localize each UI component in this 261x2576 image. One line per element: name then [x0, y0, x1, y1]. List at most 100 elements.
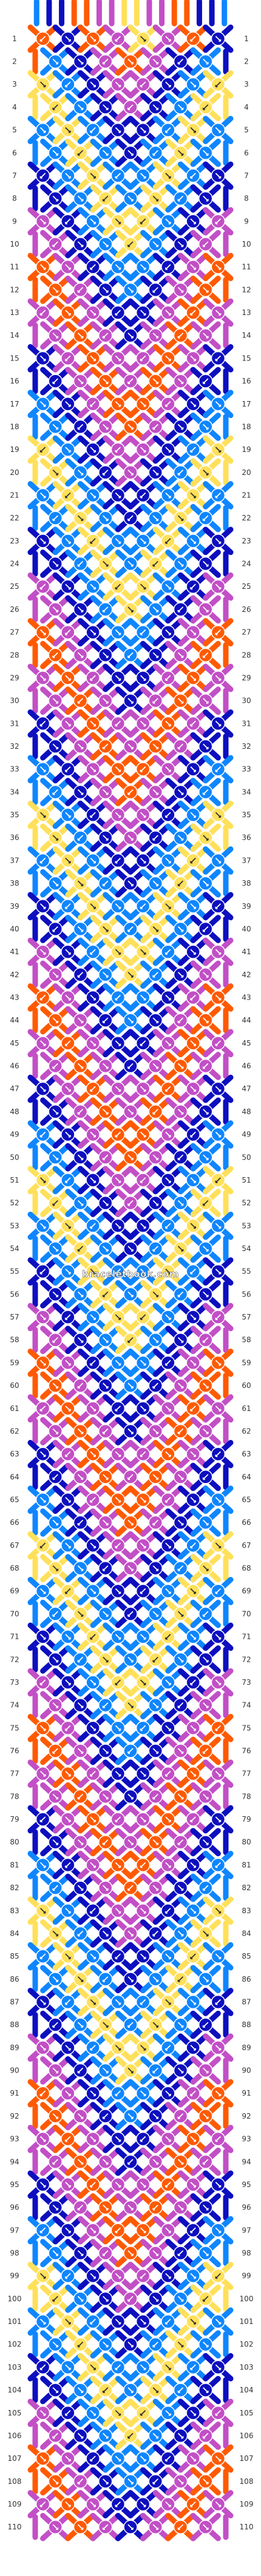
knot-arrow — [177, 378, 184, 384]
knot-arrow-head — [215, 85, 218, 88]
row-number-right: 38 — [242, 879, 251, 888]
knot-arrow — [65, 218, 71, 224]
row-number-right: 4 — [244, 103, 249, 111]
row-number-right: 71 — [242, 1633, 251, 1641]
row-number-left: 18 — [10, 422, 19, 431]
knot-arrow — [52, 150, 58, 156]
row-number-left: 44 — [10, 1016, 19, 1024]
row-number-right: 59 — [242, 1358, 251, 1367]
knot-arrow-head — [202, 382, 205, 384]
knot-arrow-head — [206, 336, 209, 339]
row-number-right: 103 — [240, 2363, 254, 2371]
knot-arrow — [177, 333, 184, 339]
knot-arrow-head — [56, 62, 59, 65]
knot-arrow — [165, 127, 171, 133]
row-number-right: 56 — [242, 1290, 251, 1298]
knot-arrow-head — [156, 244, 159, 247]
row-number-left: 92 — [10, 2112, 19, 2120]
row-number-left: 17 — [10, 400, 19, 408]
knot-arrow-head — [93, 313, 97, 316]
knot-arrow-head — [118, 222, 121, 225]
knot-arrow — [215, 81, 222, 87]
row-number-left: 55 — [10, 1267, 19, 1276]
row-number-right: 62 — [242, 1427, 251, 1435]
row-number-right: 36 — [242, 834, 251, 842]
knot-arrow-head — [106, 244, 109, 247]
knot-arrow-head — [68, 313, 71, 316]
knot-arrow-head — [190, 176, 193, 179]
knot-arrow-head — [168, 85, 171, 88]
row-number-left: 52 — [10, 1199, 19, 1207]
knot-arrow — [77, 287, 84, 293]
row-number-left: 14 — [10, 331, 19, 340]
knot-arrow-head — [81, 62, 84, 65]
knot-arrow — [140, 218, 146, 224]
row-number-left: 58 — [10, 1336, 19, 1344]
row-number-right: 37 — [242, 856, 251, 865]
knot-arrow — [39, 173, 46, 179]
row-number-left: 1 — [12, 35, 17, 43]
row-number-right: 97 — [242, 2226, 251, 2234]
row-number-right: 93 — [242, 2135, 251, 2143]
row-number-left: 72 — [10, 1655, 19, 1664]
row-number-right: 12 — [242, 285, 251, 294]
row-number-left: 8 — [12, 194, 17, 203]
knot-arrow — [140, 310, 146, 316]
knot-arrow — [127, 333, 134, 339]
row-number-right: 31 — [242, 719, 251, 728]
row-number-right: 23 — [242, 537, 251, 545]
row-number-left: 11 — [10, 263, 19, 271]
knot-arrow — [140, 264, 146, 270]
row-number-right: 22 — [242, 514, 251, 522]
knot-arrow-head — [140, 85, 143, 88]
row-number-right: 28 — [242, 651, 251, 659]
row-number-right: 72 — [242, 1655, 251, 1664]
row-number-left: 61 — [10, 1404, 19, 1413]
knot-arrow-head — [152, 290, 155, 293]
row-number-right: 17 — [242, 400, 251, 408]
knot-arrow-head — [43, 222, 46, 225]
knot-arrow-head — [43, 130, 46, 133]
knot-arrow — [115, 264, 121, 270]
row-number-right: 1 — [244, 35, 249, 43]
knot-arrow-head — [206, 153, 209, 156]
row-number-right: 60 — [242, 1381, 251, 1390]
row-number-left: 74 — [10, 1701, 19, 1710]
row-number-left: 76 — [10, 1747, 19, 1755]
knot-arrow-head — [156, 382, 159, 384]
knot-arrow — [203, 333, 209, 339]
knot-arrow — [65, 173, 71, 179]
row-number-left: 80 — [10, 1838, 19, 1847]
knot-arrow — [103, 378, 109, 384]
knot-arrow — [65, 355, 71, 362]
row-number-right: 76 — [242, 1747, 251, 1755]
knot-arrow-head — [64, 222, 67, 225]
knot-arrow — [39, 127, 46, 133]
row-number-left: 38 — [10, 879, 19, 888]
knot-arrow — [77, 241, 84, 247]
knot-arrow-head — [206, 290, 209, 293]
row-number-right: 84 — [242, 1929, 251, 1937]
row-number-left: 4 — [12, 103, 17, 111]
row-number-left: 34 — [10, 788, 19, 796]
knot-arrow-head — [177, 62, 180, 65]
row-numbers-right: 1234567891011121314151617181920212223242… — [240, 35, 254, 2531]
knot-arrow — [90, 264, 96, 270]
knot-arrow — [52, 195, 58, 202]
knot-arrow — [165, 264, 171, 270]
row-number-right: 105 — [240, 2409, 254, 2417]
knot-arrow-head — [219, 39, 222, 42]
knot-arrow — [152, 58, 158, 65]
knot-arrow — [140, 173, 146, 179]
knot-arrow-head — [64, 85, 67, 88]
knot-arrow-head — [156, 62, 159, 65]
knot-arrow — [77, 58, 84, 65]
knot-arrow — [127, 287, 134, 293]
row-number-left: 43 — [10, 993, 19, 1001]
knot-arrow-head — [219, 313, 222, 316]
knot-arrow-head — [181, 153, 184, 156]
knot-arrow — [127, 241, 134, 247]
knot-arrow-head — [39, 313, 42, 316]
knot-arrow-head — [81, 382, 84, 384]
row-number-right: 49 — [242, 1130, 251, 1139]
